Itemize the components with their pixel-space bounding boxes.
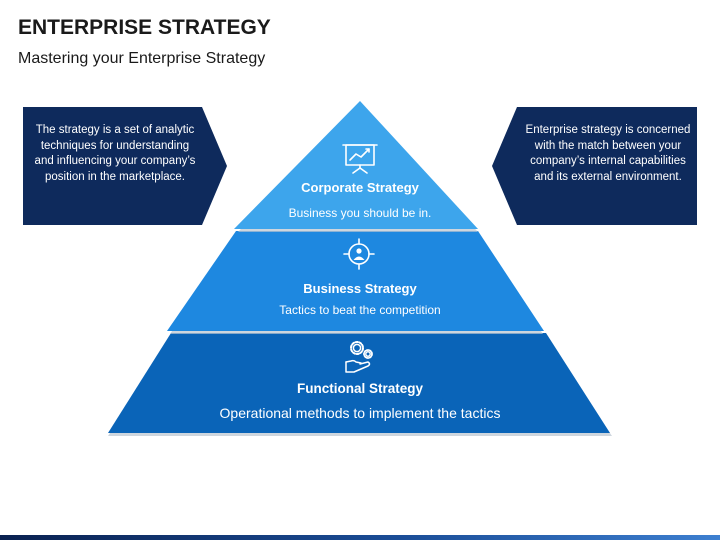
tier-business-subtitle: Tactics to beat the competition — [279, 303, 441, 317]
right-info-text: Enterprise strategy is concerned with th… — [525, 124, 691, 183]
hand-gears-icon — [345, 341, 373, 373]
left-info-text: The strategy is a set of analytic techni… — [34, 124, 196, 183]
tier-business-shape — [167, 231, 544, 331]
tier-corporate-title: Corporate Strategy — [301, 180, 419, 195]
target-person-icon — [343, 238, 375, 270]
tier-functional-title: Functional Strategy — [296, 381, 423, 396]
right-info-box — [492, 107, 697, 225]
footer-bar — [0, 535, 720, 540]
tier-corporate-subtitle: Business you should be in. — [288, 206, 432, 220]
page-subtitle: Mastering your Enterprise Strategy — [18, 50, 266, 67]
tier-business-title: Business Strategy — [303, 281, 417, 296]
page-title: ENTERPRISE STRATEGY — [18, 16, 271, 39]
tier-functional-shape — [108, 333, 610, 433]
left-info-box — [23, 107, 227, 225]
presentation-board-icon — [342, 144, 378, 174]
tier-functional-subtitle: Operational methods to implement the tac… — [219, 405, 501, 421]
